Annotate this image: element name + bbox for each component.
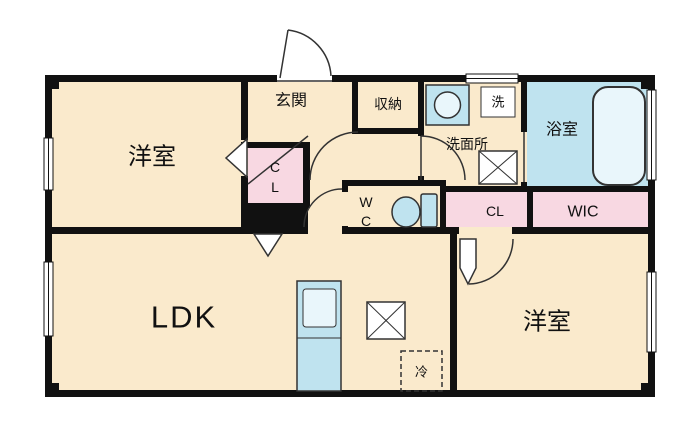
label-closet-right: CL (486, 203, 504, 219)
toilet-bowl-icon (391, 196, 421, 228)
washroom-door-arc (420, 135, 466, 181)
wall-divider-ldk (52, 227, 248, 234)
stove-cross-2 (366, 301, 406, 340)
wall-storage-bottom (352, 128, 424, 134)
wall-left-3 (45, 336, 52, 397)
wall-top-mid (332, 75, 466, 82)
label-refrigerator: 冷 (415, 365, 428, 380)
wc-door-arc (303, 188, 343, 228)
ldk-door-leaf (252, 233, 284, 258)
wall-closet-top-right (303, 142, 310, 208)
wall-washroom-left-a (418, 82, 424, 136)
wall-bedroom-top-right-a (241, 82, 248, 140)
bedroom-bottom-door-arc (468, 238, 514, 285)
wall-closet-top-block (248, 203, 308, 234)
label-walk-in-closet: WIC (567, 204, 598, 221)
doors (224, 29, 525, 286)
label-closet-top-line2: L (271, 179, 279, 195)
wall-top-left (45, 75, 277, 82)
pillar-bottom-right (641, 383, 655, 397)
entrance-step-line (247, 135, 309, 185)
entrance-door-leaf (279, 29, 289, 79)
bedroom-top-door-leaf (224, 137, 248, 179)
wall-top-right (518, 75, 655, 82)
bathtub-icon (592, 86, 646, 186)
washing-machine-drum-icon (433, 91, 462, 119)
label-entrance: 玄関 (275, 92, 307, 110)
pillar-top-left (45, 75, 59, 89)
label-washroom: 洗面所 (446, 136, 488, 152)
wall-storage-left (352, 82, 358, 134)
wall-bottom (45, 390, 655, 397)
label-closet-top-line1: C (270, 159, 280, 175)
vanity-cross-2 (478, 150, 518, 185)
laundry-label-box (480, 86, 516, 118)
pillar-bottom-left (45, 383, 59, 397)
wall-ldk-bedroom-divider (450, 234, 457, 390)
wall-wc-top (342, 180, 446, 186)
entrance-door-arc (287, 29, 332, 77)
label-bedroom-bottom: 洋室 (523, 309, 571, 336)
label-toilet-line2: C (361, 213, 371, 229)
walk-in-closet-floor (533, 192, 648, 227)
label-bathroom: 浴室 (546, 121, 578, 139)
label-laundry: 洗 (491, 95, 504, 110)
wall-closet-top-top (241, 142, 310, 148)
wall-wc-bottom (342, 227, 440, 234)
wall-wc-left-a (342, 186, 348, 192)
wall-closet-right-bottom-b (512, 227, 648, 234)
closet-right-floor (446, 192, 527, 227)
wall-bath-bottom (440, 186, 648, 192)
kitchen-sink-icon (302, 288, 337, 328)
wall-bath-left-a (521, 82, 527, 132)
wall-closet-right-bottom-a (440, 227, 459, 234)
wall-right-2 (648, 180, 655, 272)
fixtures (296, 84, 646, 392)
wall-left-2 (45, 190, 52, 262)
toilet-tank-icon (420, 193, 438, 228)
closet-top-floor (248, 148, 303, 203)
pillar-top-right (641, 75, 655, 89)
wall-right-3 (648, 352, 655, 397)
label-toilet-line1: W (359, 194, 373, 210)
refrigerator-box (400, 350, 443, 392)
walls (45, 75, 655, 397)
wall-bedroom-top-right-b (241, 176, 248, 234)
wall-wc-right (440, 186, 446, 234)
hall-door-arc (309, 131, 359, 181)
label-storage: 収納 (374, 96, 402, 112)
windows (43, 73, 657, 353)
room-labels: 洋室 玄関 収納 洗 洗面所 浴室 C L W C CL WIC LDK 洋室 … (128, 92, 599, 380)
bedroom-bottom-door-leaf (459, 238, 477, 286)
wall-cl-wic-divider (527, 192, 533, 229)
label-bedroom-top: 洋室 (128, 144, 176, 171)
label-ldk: LDK (151, 300, 217, 335)
wall-left-1 (45, 75, 52, 138)
